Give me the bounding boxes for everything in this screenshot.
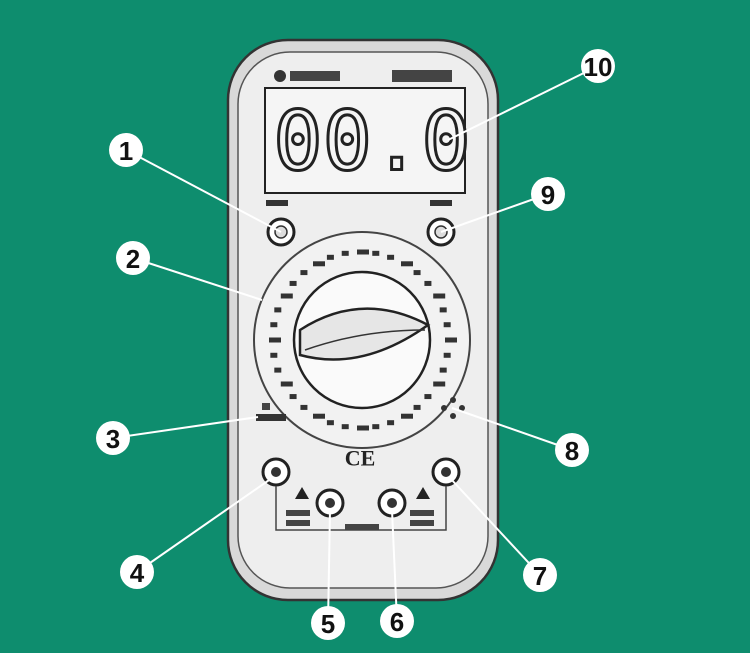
scale-mark — [326, 420, 334, 426]
button-right-icon — [426, 200, 456, 247]
socket-icon — [441, 397, 465, 419]
scale-mark — [274, 367, 282, 373]
ce-mark: CE — [345, 446, 376, 471]
callout-number: 7 — [533, 561, 547, 591]
callout-leader-line — [391, 509, 398, 622]
scale-mark — [326, 254, 334, 260]
callout-leader-line — [447, 65, 599, 141]
jack-right-icon — [431, 457, 461, 487]
callout-10: 10 — [447, 49, 615, 141]
scale-mark — [401, 261, 413, 267]
range-label-icon — [256, 403, 286, 421]
callout-number: 4 — [130, 558, 145, 588]
callout-8: 8 — [451, 407, 589, 467]
scale-mark — [401, 413, 413, 419]
callout-badge — [531, 177, 565, 211]
scale-mark — [280, 381, 293, 387]
callout-leader-line — [125, 149, 282, 233]
callout-number: 2 — [126, 244, 140, 274]
scale-mark — [413, 404, 421, 410]
jack-legend-icon — [275, 486, 447, 531]
callout-badge — [380, 604, 414, 638]
scale-mark — [387, 420, 395, 426]
scale-mark — [372, 250, 380, 256]
callout-leader-line — [136, 477, 273, 573]
scale-mark — [424, 280, 432, 286]
scale-mark — [357, 249, 369, 255]
scale-mark — [387, 254, 395, 260]
callout-1: 1 — [109, 133, 282, 233]
callout-badge — [120, 555, 154, 589]
callout-6: 6 — [380, 509, 414, 638]
brand-logo-icon — [274, 70, 452, 82]
scale-mark — [269, 337, 281, 343]
scale-mark — [413, 270, 421, 276]
callout-5: 5 — [311, 509, 345, 640]
callout-leader-line — [132, 257, 263, 301]
callout-leader-line — [449, 477, 541, 576]
callout-group: 1 2 3 4 5 6 7 8 9 10 — [96, 49, 615, 640]
callout-9: 9 — [440, 177, 565, 233]
scale-mark — [445, 337, 457, 343]
scale-mark — [274, 307, 282, 313]
callout-badge — [116, 241, 150, 275]
scale-mark — [341, 424, 349, 430]
jack-left-icon — [261, 457, 291, 487]
scale-mark — [280, 293, 293, 299]
scale-mark — [372, 424, 380, 430]
scale-mark — [270, 352, 278, 358]
callout-number: 10 — [584, 52, 613, 82]
scale-mark — [289, 280, 297, 286]
callout-badge — [581, 49, 615, 83]
scale-mark — [313, 413, 325, 419]
callout-3: 3 — [96, 416, 259, 455]
scale-mark — [357, 425, 369, 431]
callout-4: 4 — [120, 477, 273, 589]
callout-2: 2 — [116, 241, 263, 301]
callout-leader-line — [451, 407, 573, 451]
scale-mark — [439, 367, 447, 373]
callout-badge — [96, 421, 130, 455]
callout-badge — [523, 558, 557, 592]
callout-number: 8 — [565, 436, 579, 466]
scale-mark — [443, 352, 451, 358]
scale-mark — [289, 394, 297, 400]
scale-mark — [300, 270, 308, 276]
callout-number: 3 — [106, 424, 120, 454]
scale-mark — [439, 307, 447, 313]
callout-number: 1 — [119, 136, 133, 166]
scale-mark — [443, 322, 451, 328]
callout-leader-line — [112, 416, 259, 439]
callout-badge — [109, 133, 143, 167]
lcd-reading: 00.0 — [273, 95, 470, 190]
warning-triangle-icon — [295, 487, 430, 499]
callout-leader-line — [327, 509, 331, 624]
callout-7: 7 — [449, 477, 557, 592]
scale-mark — [424, 394, 432, 400]
callout-badge — [555, 433, 589, 467]
rotary-dial-icon — [292, 270, 432, 410]
scale-mark — [270, 322, 278, 328]
scale-mark — [313, 261, 325, 267]
callout-badge — [311, 606, 345, 640]
callout-number: 5 — [321, 609, 335, 639]
lcd-display: 00.0 — [264, 87, 472, 194]
callout-number: 6 — [390, 607, 404, 637]
scale-mark — [433, 293, 446, 299]
callout-leader-line — [440, 193, 549, 233]
scale-mark — [341, 250, 349, 256]
jack-mid-left-icon — [315, 488, 345, 518]
scale-mark — [300, 404, 308, 410]
callout-number: 9 — [541, 180, 555, 210]
scale-mark — [433, 381, 446, 387]
